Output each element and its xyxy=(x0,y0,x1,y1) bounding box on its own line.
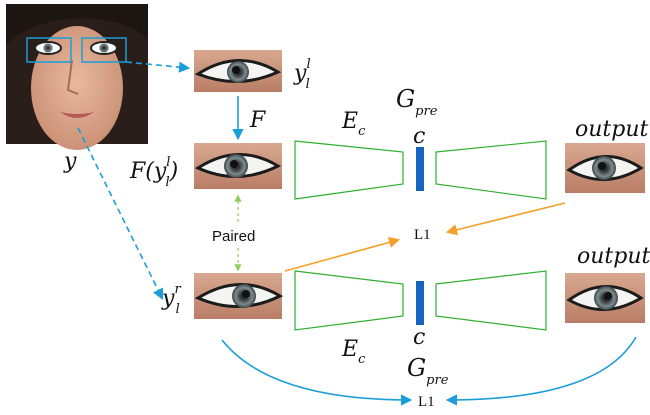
label-G-bottom: Gpre xyxy=(407,354,449,388)
eye-mapped xyxy=(194,143,282,189)
label-output-top: output xyxy=(575,117,649,142)
output-eye-bottom xyxy=(565,273,645,323)
label-L1-bottom: L1 xyxy=(418,394,435,410)
face-photo xyxy=(6,4,148,150)
arrow-to-L1-from-eye xyxy=(284,236,401,272)
label-output-bottom: output xyxy=(577,244,650,269)
label-c-top: c xyxy=(413,124,425,149)
arrow-curve-left xyxy=(221,339,413,406)
right-eye-box xyxy=(81,37,127,63)
latent-top xyxy=(416,147,424,191)
label-paired: Paired xyxy=(212,228,255,245)
encoder-top xyxy=(294,140,404,200)
label-G-top: Gpre xyxy=(396,85,438,119)
label-E-bottom: Ec xyxy=(341,337,366,367)
label-L1-top: L1 xyxy=(414,227,431,243)
eye-left-crop xyxy=(194,50,282,92)
arrow-curve-right xyxy=(445,336,637,406)
decoder-bottom xyxy=(435,270,547,331)
arrow-face-to-right-eye xyxy=(77,127,164,301)
left-eye-box xyxy=(26,37,72,63)
arrow-to-L1-from-output xyxy=(445,202,566,236)
label-y: y xyxy=(63,149,77,174)
label-E-top: Ec xyxy=(341,109,366,139)
output-eye-top xyxy=(565,143,645,193)
arrow-face-to-eye xyxy=(125,61,191,73)
encoder-bottom xyxy=(294,270,404,331)
label-c-bottom: c xyxy=(413,325,425,350)
decoder-top xyxy=(435,140,547,200)
label-F: F xyxy=(249,108,266,133)
latent-bottom xyxy=(416,281,424,325)
eye-right xyxy=(194,273,284,319)
